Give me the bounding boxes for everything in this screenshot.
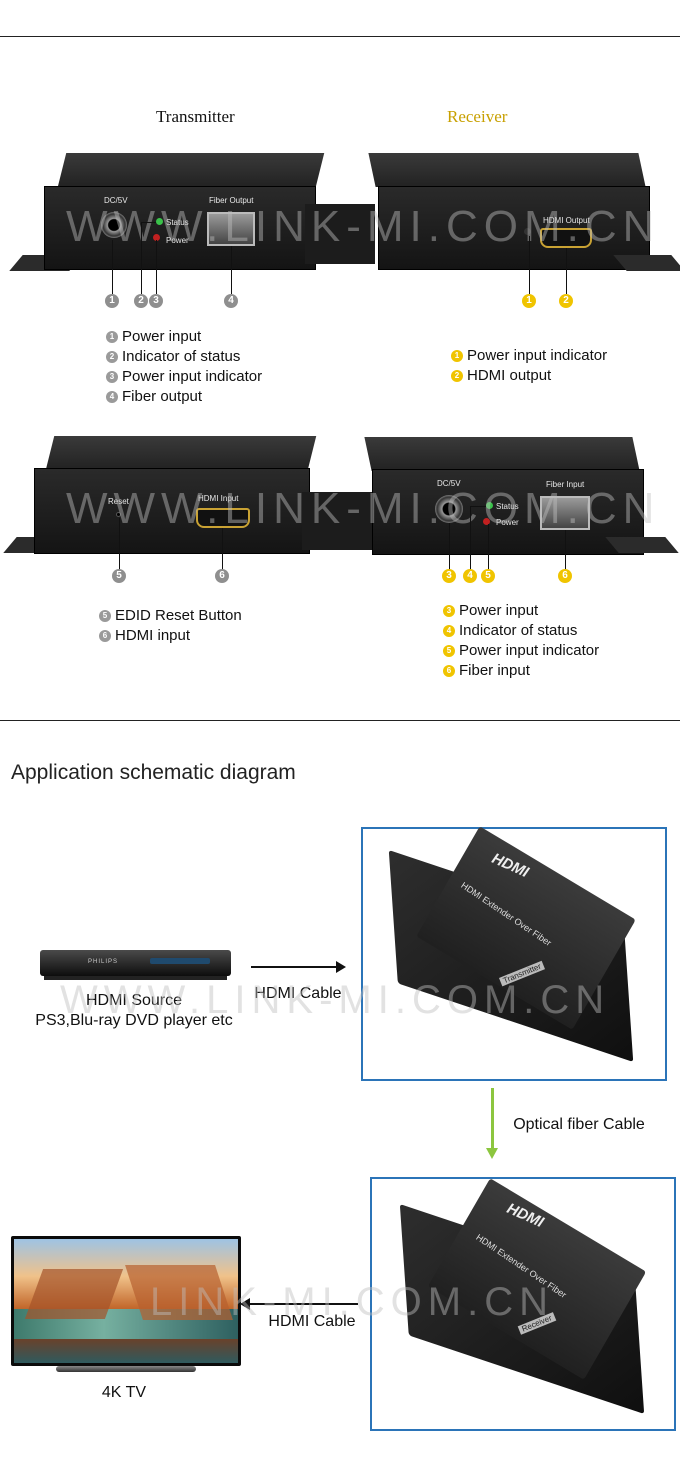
- rx-marker-6: 6: [558, 569, 572, 583]
- status-label: Status: [166, 218, 189, 227]
- fiber-output-port: [207, 212, 255, 246]
- rx-marker-3: 3: [442, 569, 456, 583]
- hdmi-output-port: [540, 228, 592, 248]
- hdmi-source-subtitle: PS3,Blu-ray DVD player etc: [35, 1012, 233, 1029]
- section-divider: [0, 720, 680, 721]
- arrow-right-head: [336, 961, 346, 973]
- rx-status-label: Status: [496, 502, 519, 511]
- arrow-right: [251, 966, 337, 968]
- reset-label: Reset: [108, 497, 129, 506]
- marker-4: 4: [224, 294, 238, 308]
- rx-dc-label: DC/5V: [437, 479, 461, 488]
- rx-power-label: Power: [496, 518, 519, 527]
- status-led: [156, 218, 163, 225]
- hdmi-output-label: HDMI Output: [543, 216, 590, 225]
- arrow-down-head: [486, 1148, 498, 1159]
- arrow-left: [250, 1303, 358, 1305]
- optical-fiber-label: Optical fiber Cable: [513, 1116, 645, 1133]
- rx-marker-5: 5: [481, 569, 495, 583]
- receiver-image-frame: HDMI HDMI Extender Over Fiber Receiver: [370, 1177, 676, 1431]
- hdmi-cable-label-2: HDMI Cable: [268, 1313, 356, 1330]
- diagram-heading: Application schematic diagram: [11, 761, 296, 784]
- rx-dc-power-jack: [435, 495, 463, 523]
- fiber-input-label: Fiber Input: [546, 480, 585, 489]
- dc-label: DC/5V: [104, 196, 128, 205]
- transmitter-title: Transmitter: [156, 107, 235, 126]
- marker-2: 2: [134, 294, 148, 308]
- rx-marker-2: 2: [559, 294, 573, 308]
- player-brand: PHILIPS: [88, 959, 119, 965]
- fiber-output-label: Fiber Output: [209, 196, 254, 205]
- marker-1: 1: [105, 294, 119, 308]
- rx-power-led: [483, 518, 490, 525]
- marker-5: 5: [112, 569, 126, 583]
- power-label: Power: [166, 236, 189, 245]
- receiver-title: Receiver: [447, 107, 508, 126]
- arrow-left-head: [240, 1298, 250, 1310]
- transmitter-image-frame: HDMI HDMI Extender Over Fiber Transmitte…: [361, 826, 667, 1081]
- hdmi-cable-label-1: HDMI Cable: [254, 985, 342, 1002]
- power-led: [153, 234, 160, 241]
- dc-power-jack: [101, 212, 127, 238]
- hdmi-input-label: HDMI Input: [198, 494, 239, 503]
- reset-button: [116, 512, 121, 517]
- rx-marker-1: 1: [522, 294, 536, 308]
- rx-status-led: [486, 502, 493, 509]
- marker-6: 6: [215, 569, 229, 583]
- hdmi-input-port: [196, 508, 250, 528]
- top-divider: [0, 36, 680, 37]
- hdmi-source-label: HDMI Source: [85, 992, 183, 1009]
- rx-marker-4: 4: [463, 569, 477, 583]
- power-indicator-led: [524, 228, 531, 235]
- fiber-input-port: [540, 496, 590, 530]
- tv-label: 4K TV: [101, 1384, 147, 1401]
- arrow-down: [491, 1088, 494, 1148]
- marker-3: 3: [149, 294, 163, 308]
